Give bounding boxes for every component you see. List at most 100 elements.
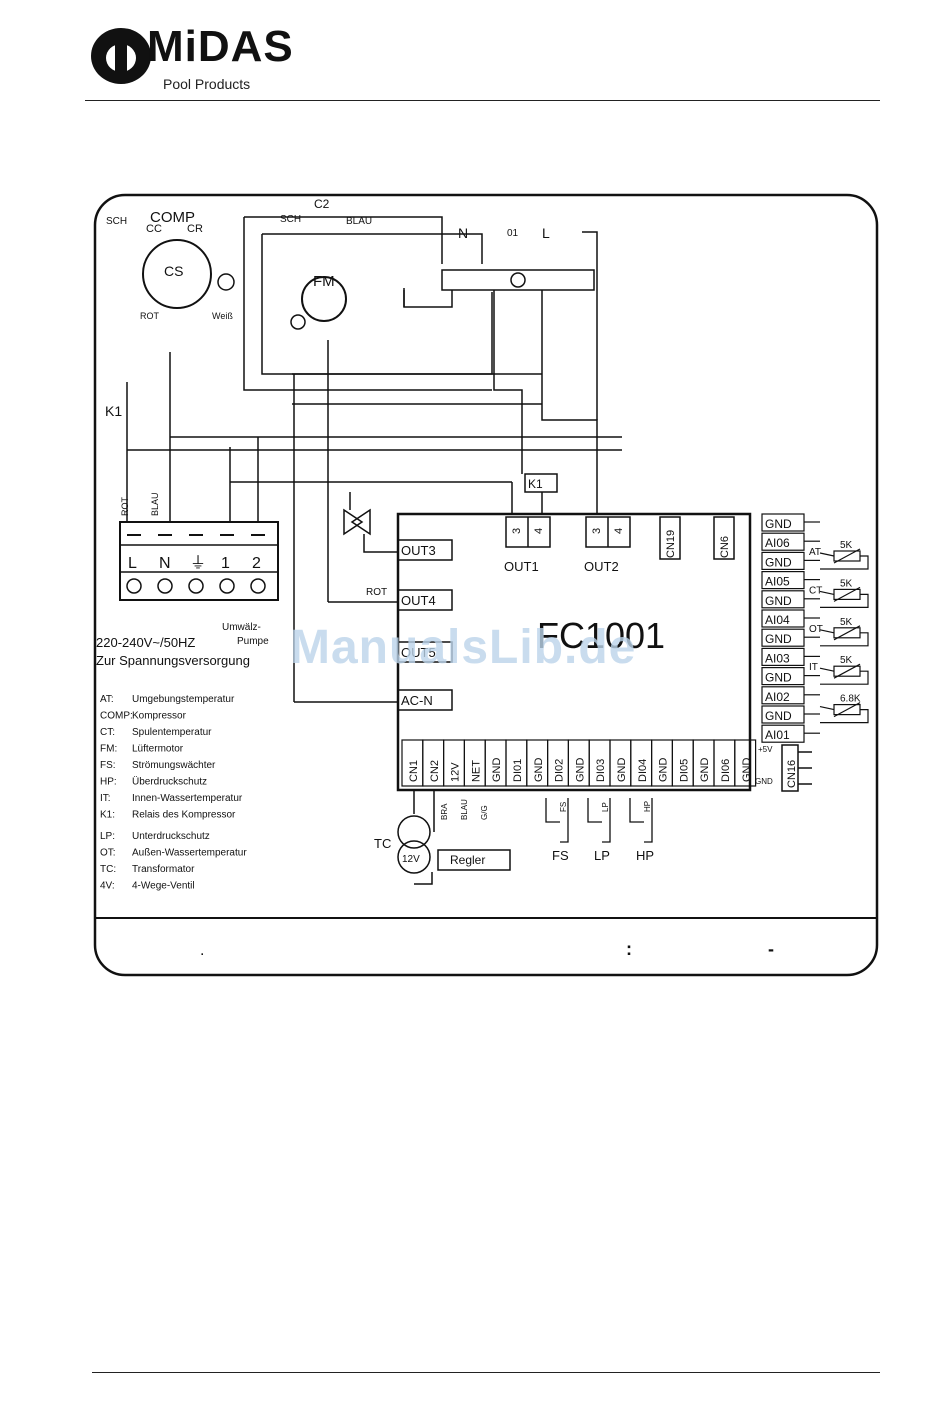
k1-label: K1 <box>105 403 122 419</box>
compressor-weiss-label: Weiß <box>212 311 233 321</box>
sensor-label: OT <box>809 624 823 635</box>
legend-key: LP: <box>100 831 115 842</box>
sensor-return-wire <box>820 632 869 647</box>
legend-key: 4V: <box>100 881 115 892</box>
legend-key: HP: <box>100 777 117 788</box>
bottom-pin-label: DI05 <box>678 759 690 782</box>
board-output-box <box>397 539 453 561</box>
supply-caption: Zur Spannungsversorgung <box>96 653 250 668</box>
out-pin-num: 3 <box>511 528 523 534</box>
bottom-pin-label: GND <box>699 758 711 783</box>
right-pin-label: AI05 <box>765 575 790 589</box>
wire-sch-2 <box>261 234 493 375</box>
legend-text: Umgebungstemperatur <box>132 694 235 705</box>
wire-l-top <box>582 231 598 420</box>
pump-label-1: Umwälz- <box>222 622 261 633</box>
bottom-pin-label: DI03 <box>595 759 607 782</box>
switch-contact-b <box>602 798 611 843</box>
switch-wire-label: FS <box>559 802 568 812</box>
diagram-frame <box>93 193 879 977</box>
ground-symbol-compressor <box>217 273 235 291</box>
sensor-wire <box>819 552 835 557</box>
bottom-pin-label: CN2 <box>429 760 441 782</box>
cn16-gnd-label: GND <box>755 777 773 786</box>
fan-motor-symbol <box>301 276 347 322</box>
sensor-value: 5K <box>840 655 853 666</box>
compressor-rot-label: ROT <box>140 311 160 321</box>
board-output-label: OUT4 <box>401 593 436 608</box>
brand-subtitle: Pool Products <box>163 76 251 92</box>
legend-text: Innen-Wassertemperatur <box>132 793 243 804</box>
legend-text: Lüftermotor <box>132 744 184 755</box>
right-pin-label: GND <box>765 555 792 569</box>
bottom-pin-label: GND <box>616 758 628 783</box>
watermark: ManualsLib.de <box>290 621 637 674</box>
right-pin-label: GND <box>765 594 792 608</box>
bottom-pin-label: DI01 <box>512 759 524 782</box>
sensor-return-wire <box>820 708 869 724</box>
wire-fan-top <box>403 288 453 308</box>
legend-text: Spulentemperatur <box>132 727 212 738</box>
sensor-thermistor-mark <box>833 548 861 564</box>
footer-line <box>92 1372 880 1373</box>
legend-text: Überdruckschutz <box>132 776 207 788</box>
top-terminal-jumper <box>510 272 526 288</box>
board-output-box <box>397 589 453 611</box>
sensor-label: CT <box>809 585 822 596</box>
legend-key: TC: <box>100 864 116 875</box>
transformer-voltage: 12V <box>402 854 420 865</box>
top-terminal-n-label: N <box>458 225 468 241</box>
sensor-return-wire <box>820 593 869 608</box>
legend-key: CT: <box>100 727 115 738</box>
switch-contact <box>545 798 560 823</box>
sensor-thermistor-mark <box>833 702 861 718</box>
bottom-pin-box <box>734 739 757 787</box>
midas-logo: MiDAS Pool Products <box>85 20 325 95</box>
blau-label-top: BLAU <box>346 216 372 227</box>
wiring-diagram-svg: FC1001 CS COMP CC CR SCH ROT Weiß FM C2 … <box>93 193 879 977</box>
bottom-pin-label: CN1 <box>408 760 420 782</box>
relay-k1-box <box>524 473 558 493</box>
right-pin-label: GND <box>765 709 792 723</box>
out-pin-num: 4 <box>613 528 625 534</box>
legend-text: Strömungswächter <box>132 760 216 771</box>
right-pin-label: GND <box>765 632 792 646</box>
board-output-box <box>397 689 453 711</box>
legend-key: IT: <box>100 793 111 804</box>
board-output-box <box>397 641 453 663</box>
bottom-pin-label: DI06 <box>720 759 732 782</box>
bottom-wire-label: G/G <box>480 805 489 820</box>
legend-key: AT: <box>100 694 114 705</box>
legend-key: FM: <box>100 744 117 755</box>
sensor-label: AT <box>809 547 821 558</box>
compressor-cc-label: CC <box>146 223 162 235</box>
bottom-pin-label: GND <box>741 758 753 783</box>
bottom-pin-label: GND <box>658 758 670 783</box>
terminal-screw <box>157 578 173 594</box>
out-pin-num: 3 <box>591 528 603 534</box>
legend-key: COMP: <box>100 711 133 722</box>
wire-c2 <box>244 216 443 264</box>
bottom-pin-label: GND <box>574 758 586 783</box>
board-output-label: OUT3 <box>401 543 436 558</box>
legend-text: Außen-Wassertemperatur <box>132 848 247 859</box>
top-connector-box <box>659 516 681 560</box>
top-connector-label: CN19 <box>665 530 677 558</box>
wire-4v-out3 <box>363 534 398 553</box>
cn16-plus-label: +5V <box>758 745 773 754</box>
transformer-secondary <box>397 840 431 874</box>
sensor-value: 6.8K <box>840 694 861 705</box>
bottom-pin-label: DI04 <box>637 759 649 782</box>
wiring-diagram: FC1001 CS COMP CC CR SCH ROT Weiß FM C2 … <box>92 192 880 978</box>
four-way-valve-symbol-b <box>350 508 371 536</box>
compressor-cr-label: CR <box>187 223 203 235</box>
bottom-wire-label: BLAU <box>460 799 469 820</box>
right-pin-label: AI01 <box>765 728 790 742</box>
sensor-return-wire <box>820 670 869 685</box>
terminal-label: 2 <box>252 555 261 572</box>
